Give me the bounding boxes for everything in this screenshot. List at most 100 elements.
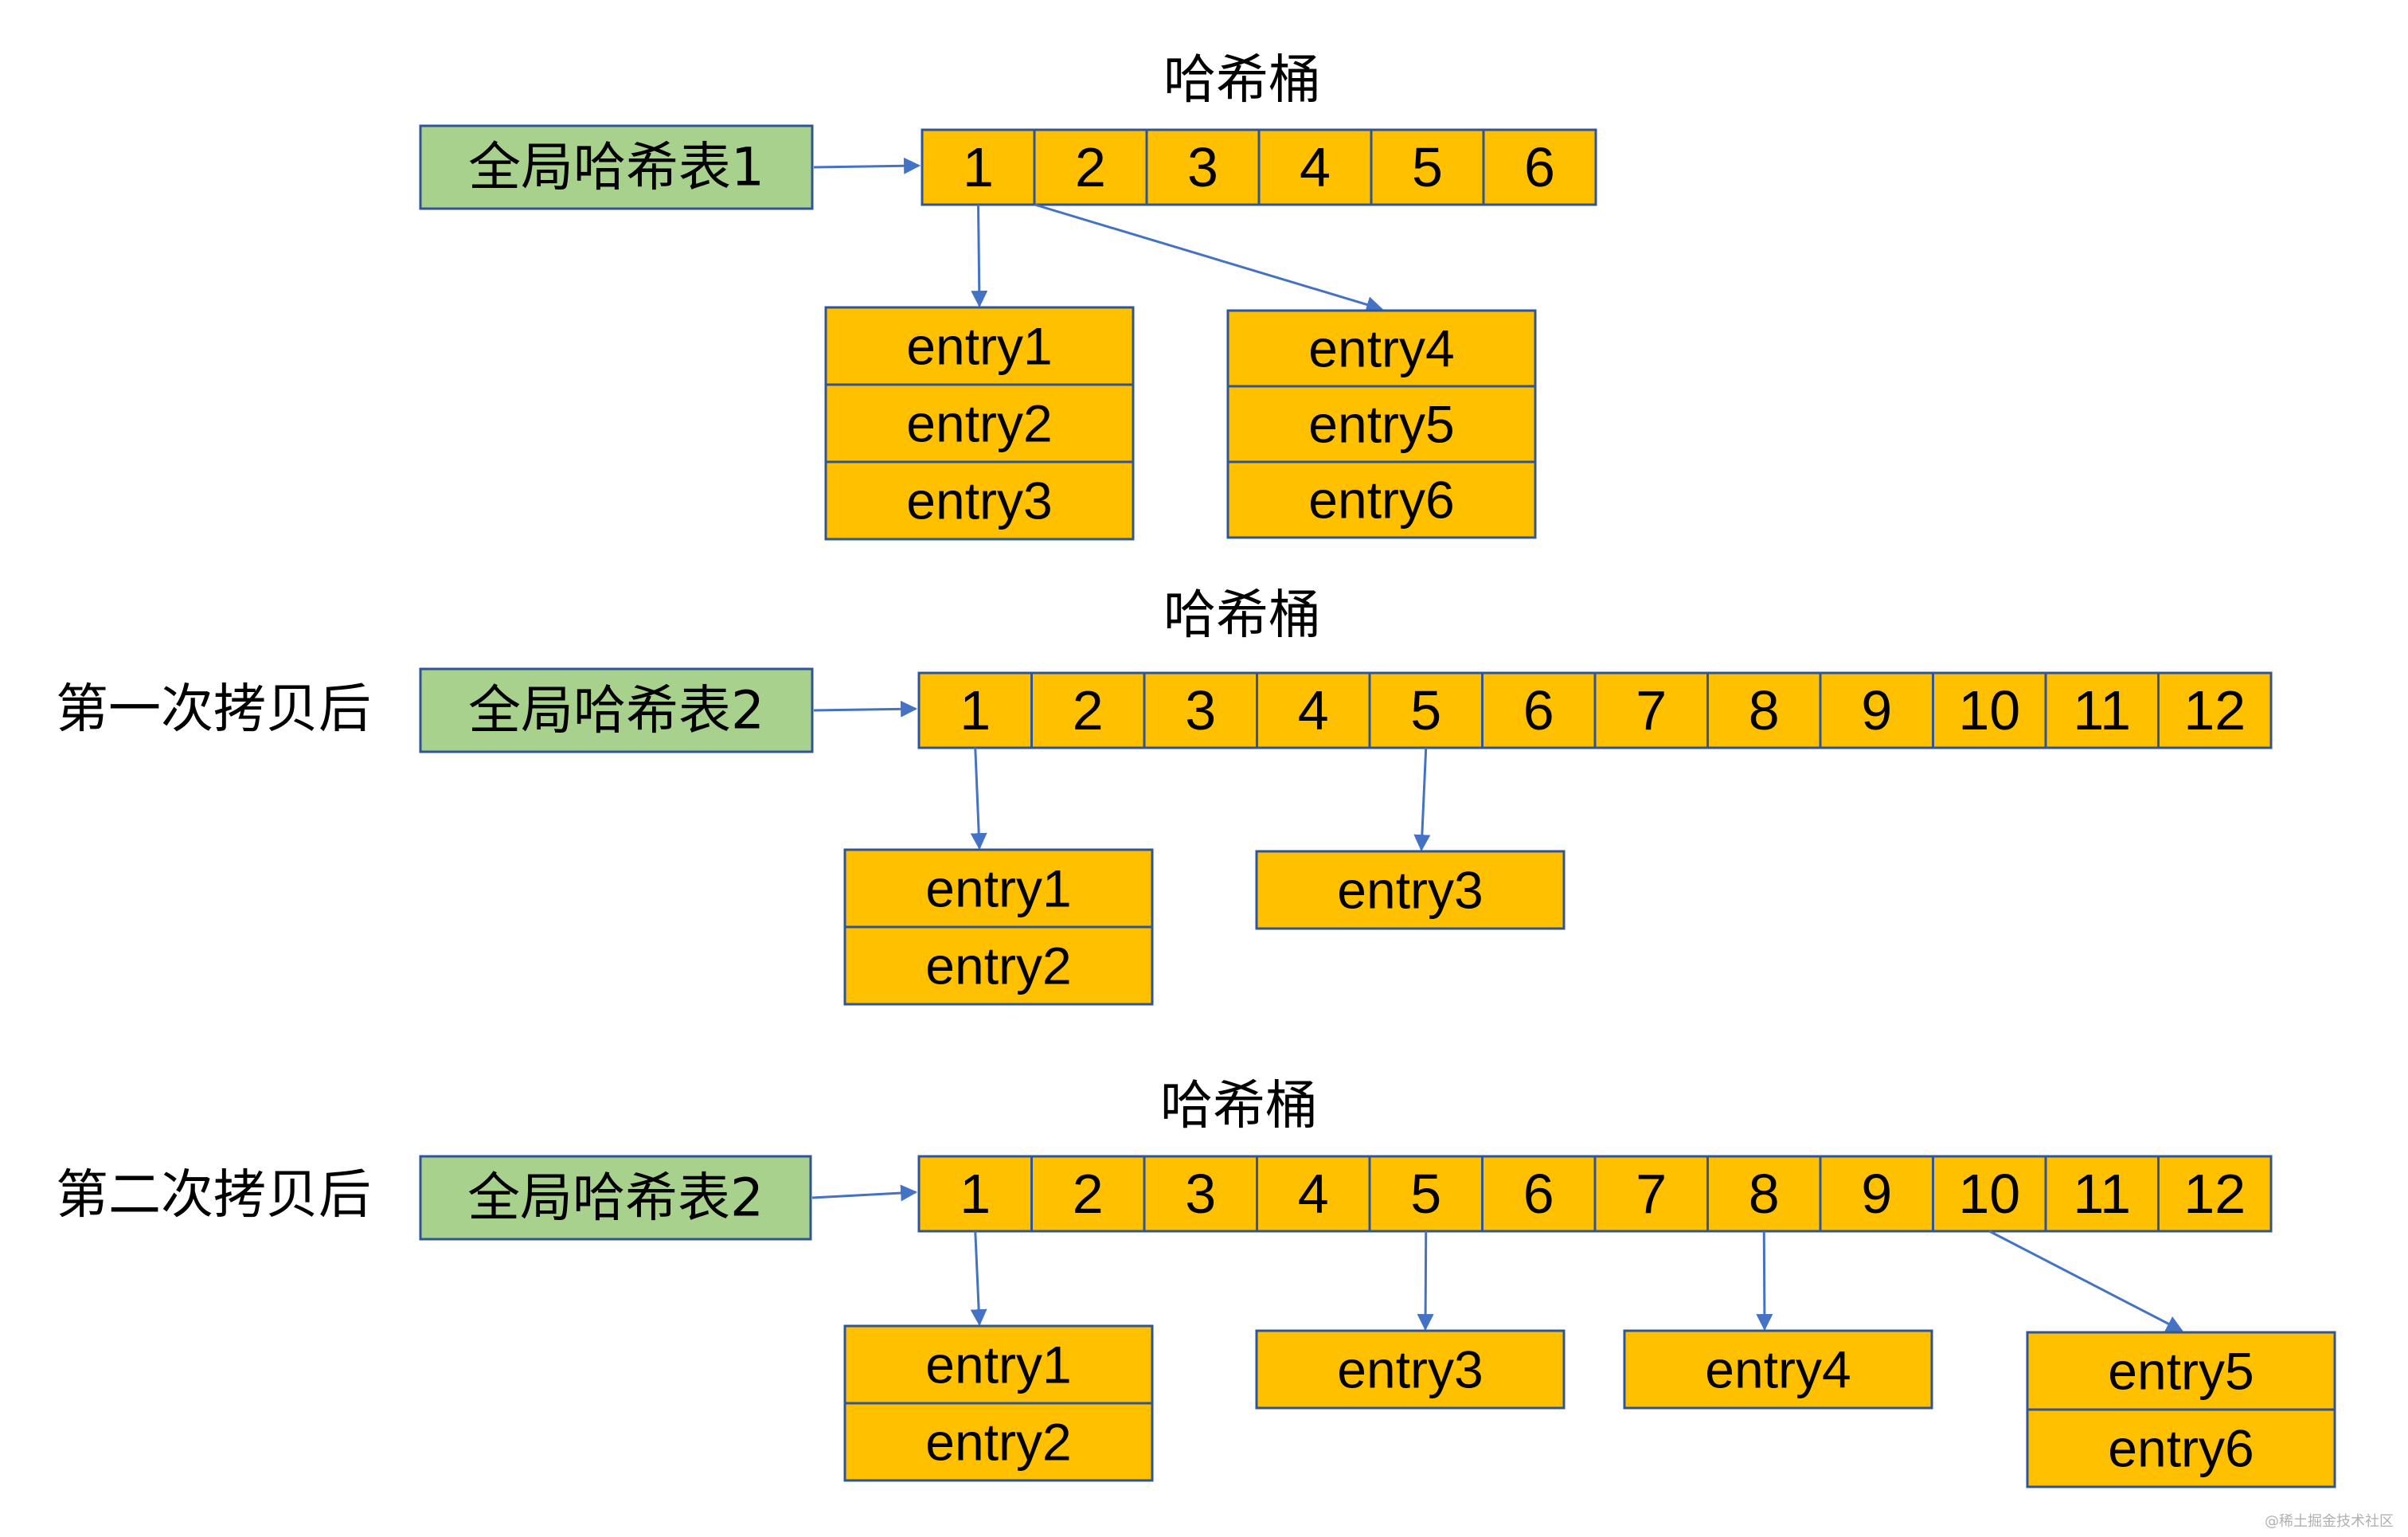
bucket-cell <box>1593 1155 1709 1233</box>
entry-box <box>824 306 1135 386</box>
table-to-bucket-arrow <box>813 157 921 174</box>
entry-box <box>1255 1329 1566 1410</box>
bucket-cell <box>2044 671 2160 749</box>
bucket-number: 8 <box>1749 1163 1780 1225</box>
bucket-number: 3 <box>1185 1163 1216 1225</box>
entry-label: entry6 <box>1308 471 1454 530</box>
global-hash-table-label: 全局哈希表2 <box>467 1167 764 1229</box>
bucket-cell <box>1481 1155 1597 1233</box>
bucket-number: 1 <box>960 1163 991 1225</box>
bucket-number: 2 <box>1073 1163 1104 1225</box>
bucket-to-entry-arrow <box>1417 1230 1434 1332</box>
bucket-cell <box>921 128 1036 206</box>
entry-box <box>2026 1331 2336 1411</box>
bucket-number: 7 <box>1636 1163 1667 1225</box>
bucket-number: 12 <box>2183 679 2246 741</box>
table-to-bucket-arrow <box>813 700 918 718</box>
entry-box <box>1255 850 1566 930</box>
bucket-number: 6 <box>1523 679 1554 741</box>
entry-label: entry4 <box>1308 319 1454 378</box>
bucket-number: 7 <box>1636 679 1667 741</box>
bucket-number: 11 <box>2073 1163 2131 1225</box>
bucket-to-entry-arrow <box>970 747 987 851</box>
bucket-number: 9 <box>1861 1163 1892 1225</box>
entry-label: entry1 <box>925 859 1071 918</box>
bucket-cell <box>2157 671 2273 749</box>
bucket-to-entry-arrow <box>971 204 988 308</box>
bucket-title: 哈希桶 <box>1160 1075 1318 1136</box>
bucket-cell <box>1256 671 1371 749</box>
bucket-number: 1 <box>960 679 991 741</box>
bucket-number: 12 <box>2183 1163 2246 1225</box>
bucket-number: 3 <box>1185 679 1216 741</box>
bucket-number: 11 <box>2073 679 2131 741</box>
bucket-number: 10 <box>1958 1163 2020 1225</box>
global-hash-table-label: 全局哈希表2 <box>468 680 764 741</box>
row-label: 第二次拷贝后 <box>56 1164 371 1226</box>
bucket-cell <box>1481 671 1597 749</box>
bucket-cell <box>1706 671 1822 749</box>
bucket-number: 4 <box>1298 679 1329 741</box>
row-label: 第一次拷贝后 <box>56 679 371 740</box>
entry-box <box>843 1402 1154 1482</box>
bucket-number: 6 <box>1523 1163 1554 1225</box>
entry-box <box>1226 460 1537 539</box>
bucket-cell <box>1482 128 1597 206</box>
entry-label: entry5 <box>1308 395 1454 454</box>
entry-box <box>843 925 1154 1006</box>
entry-label: entry3 <box>1337 861 1483 920</box>
global-hash-table-box <box>419 124 814 210</box>
bucket-to-entry-arrow <box>1413 747 1431 852</box>
entry-box <box>824 460 1135 541</box>
entry-label: entry5 <box>2108 1342 2254 1401</box>
bucket-to-entry-arrow <box>1034 203 1384 313</box>
entry-box <box>2026 1408 2336 1488</box>
entry-label: entry3 <box>906 471 1052 530</box>
bucket-cell <box>1143 671 1258 749</box>
bucket-to-entry-arrow <box>970 1230 987 1327</box>
bucket-number: 6 <box>1524 136 1555 198</box>
entry-label: entry2 <box>925 937 1071 995</box>
bucket-number: 4 <box>1300 136 1331 198</box>
global-hash-table-label: 全局哈希表1 <box>468 137 764 198</box>
bucket-cell <box>1819 671 1934 749</box>
bucket-number: 5 <box>1412 136 1443 198</box>
bucket-cell <box>1593 671 1709 749</box>
bucket-cell <box>2044 1155 2160 1233</box>
bucket-number: 10 <box>1958 679 2020 741</box>
bucket-cell <box>917 1155 1033 1233</box>
bucket-number: 5 <box>1410 1163 1441 1225</box>
bucket-cell <box>1368 671 1484 749</box>
bucket-number: 9 <box>1861 679 1892 741</box>
bucket-to-entry-arrow <box>1988 1230 2183 1332</box>
bucket-number: 2 <box>1073 679 1104 741</box>
entry-box <box>1623 1329 1933 1410</box>
bucket-cell <box>1932 1155 2047 1233</box>
entry-box <box>843 1324 1154 1405</box>
entry-label: entry6 <box>2108 1419 2254 1478</box>
bucket-number: 1 <box>963 136 994 198</box>
bucket-number: 2 <box>1075 136 1106 198</box>
table-to-bucket-arrow <box>811 1184 918 1202</box>
entry-label: entry3 <box>1337 1340 1483 1399</box>
entry-label: entry2 <box>906 394 1052 453</box>
entry-label: entry2 <box>925 1413 1071 1472</box>
bucket-to-entry-arrow <box>1756 1230 1773 1332</box>
bucket-number: 4 <box>1298 1163 1329 1225</box>
watermark: @稀土掘金技术社区 <box>2265 1513 2394 1530</box>
entry-label: entry1 <box>906 317 1052 376</box>
bucket-title: 哈希桶 <box>1163 49 1321 111</box>
bucket-cell <box>1030 671 1146 749</box>
global-hash-table-box <box>419 667 814 753</box>
bucket-cell <box>1033 128 1148 206</box>
entry-box <box>1226 309 1537 388</box>
bucket-number: 8 <box>1749 679 1780 741</box>
entry-box <box>843 848 1154 929</box>
bucket-title: 哈希桶 <box>1163 585 1321 646</box>
bucket-cell <box>1257 128 1373 206</box>
global-hash-table-box <box>419 1155 812 1241</box>
entry-box <box>1226 385 1537 463</box>
bucket-cell <box>1256 1155 1371 1233</box>
